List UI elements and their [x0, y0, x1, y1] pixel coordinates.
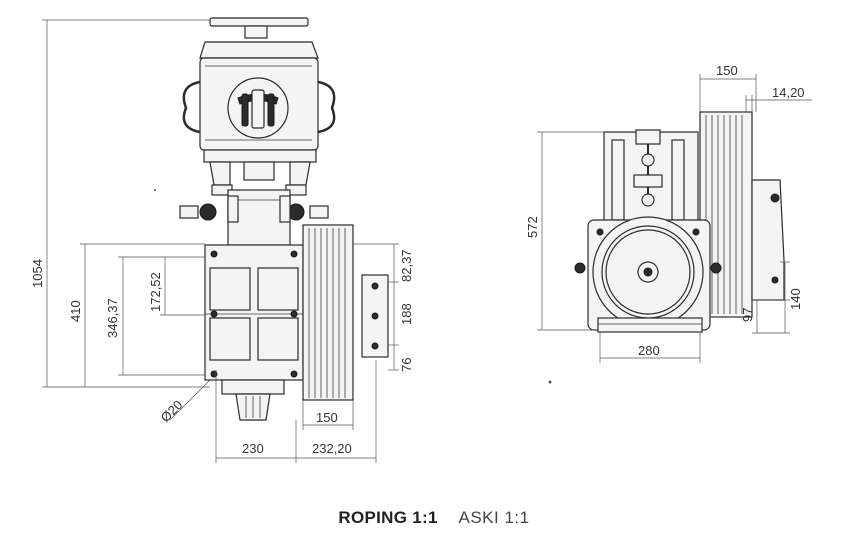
- caption-roping: ROPING 1:1: [338, 508, 438, 527]
- dim-14-20: 14,20: [772, 85, 805, 100]
- dim-280: 280: [638, 343, 660, 358]
- caption-aski: ASKI 1:1: [458, 508, 530, 527]
- dim-diameter-20: Ø20: [158, 397, 186, 425]
- front-view-dimension-texts: 1054 410 346,37 172,52 82,37 188 76 150 …: [30, 249, 414, 456]
- side-sheave-grooves: [705, 115, 743, 314]
- dim-82-37: 82,37: [399, 249, 414, 282]
- dim-572: 572: [525, 216, 540, 238]
- front-view-dimensions: [42, 19, 399, 463]
- dim-1054: 1054: [30, 259, 45, 288]
- side-view-dimensions: [537, 74, 812, 363]
- dim-188: 188: [399, 303, 414, 325]
- sheave-grooves: [308, 228, 346, 398]
- dim-230: 230: [242, 441, 264, 456]
- dim-76: 76: [399, 358, 414, 372]
- drawing-caption: ROPING 1:1 ASKI 1:1: [0, 508, 868, 528]
- front-view: [179, 17, 389, 421]
- dim-150-side: 150: [716, 63, 738, 78]
- dim-172-52: 172,52: [148, 272, 163, 312]
- side-view: [574, 111, 785, 333]
- dim-346-37: 346,37: [105, 298, 120, 338]
- dim-410: 410: [68, 300, 83, 322]
- dim-150-front: 150: [316, 410, 338, 425]
- dim-232-20: 232,20: [312, 441, 352, 456]
- dim-97: 97: [740, 308, 755, 322]
- side-view-dimension-texts: 150 14,20 572 280 97 140: [525, 63, 805, 358]
- dim-140: 140: [788, 288, 803, 310]
